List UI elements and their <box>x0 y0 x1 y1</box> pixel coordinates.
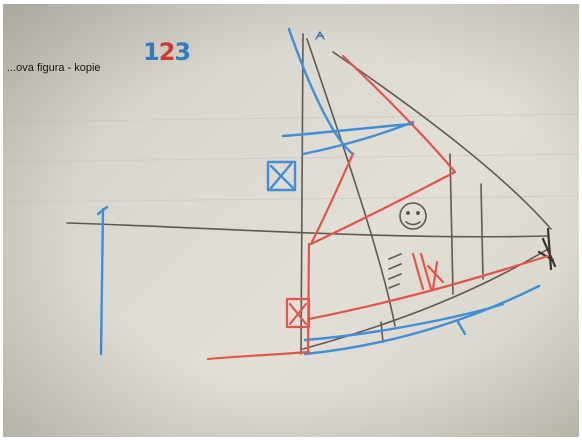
corner-scribble <box>537 227 557 271</box>
red-strokes <box>206 54 550 361</box>
diagonal-line <box>306 38 396 327</box>
paper-photo: ...ova figura - kopie 123 <box>3 4 579 437</box>
blue-bottom-line-1 <box>303 302 505 342</box>
pencil-lines <box>66 31 557 355</box>
tick-mark <box>380 321 384 343</box>
ruled-lines <box>3 113 579 203</box>
blue-horizontal-1 <box>281 122 415 138</box>
hand-drawing <box>3 27 579 361</box>
red-box <box>285 297 311 329</box>
blue-box <box>266 160 297 192</box>
figure-number: 123 <box>143 38 191 66</box>
blue-bottom-line-2 <box>303 284 541 356</box>
number-digit-2: 2 <box>158 38 176 66</box>
number-digit-1: 1 <box>143 38 160 66</box>
blue-diagonal-top <box>287 27 355 156</box>
blue-vertical-left <box>99 207 105 356</box>
hypotenuse-line <box>332 51 552 230</box>
blue-strokes <box>96 27 541 356</box>
red-diagonal-top <box>341 54 457 174</box>
blue-horizontal-2 <box>301 120 415 156</box>
number-digit-3: 3 <box>174 38 191 66</box>
face-circle <box>399 202 427 230</box>
red-bottom-diagonal <box>307 254 550 321</box>
red-scribble <box>411 252 445 291</box>
short-vertical-2 <box>480 183 484 280</box>
red-bottom-left <box>206 350 311 361</box>
top-label <box>315 31 325 40</box>
figure-caption: ...ova figura - kopie <box>7 62 101 74</box>
short-vertical-1 <box>449 153 454 295</box>
red-diagonal-mid <box>309 170 457 246</box>
hatch-marks <box>388 253 402 289</box>
horizon-line <box>66 222 549 238</box>
vertical-axis-line <box>300 33 304 355</box>
